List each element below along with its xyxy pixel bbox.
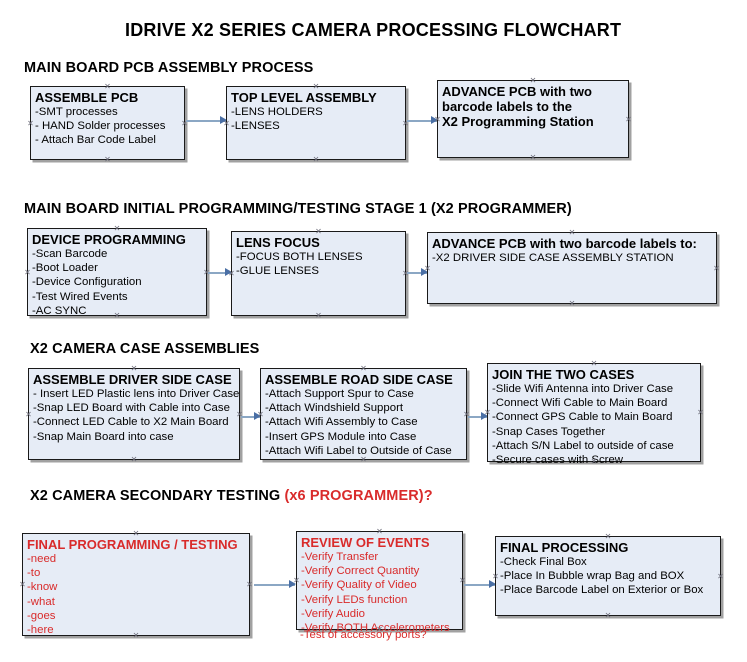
node-join-the-two-cases[interactable]: JOIN THE TWO CASES -Slide Wifi Antenna i… (487, 363, 701, 466)
node-line: -Snap LED Board with Cable into Case (33, 402, 230, 415)
node-line: -Verify BOTH Accelerometers (301, 622, 450, 635)
node-line: -FOCUS BOTH LENSES (236, 251, 363, 263)
node-title: FINAL PROCESSING (500, 540, 629, 555)
node-line: -Attach Windshield Support (265, 402, 404, 415)
connector-handle-bottom[interactable] (131, 456, 138, 463)
node-line: -Connect Wifi Cable to Main Board (492, 397, 668, 410)
node-title: JOIN THE TWO CASES (492, 367, 635, 382)
node-advance-pcb-driver-side-station[interactable]: ADVANCE PCB with two barcode labels to: … (427, 232, 717, 304)
node-line: -Boot Loader (32, 262, 98, 275)
connector-handle-bottom[interactable] (104, 156, 111, 163)
node-line: -Test Wired Events (32, 290, 128, 303)
section-heading-case-assemblies: X2 CAMERA CASE ASSEMBLIES (30, 341, 259, 357)
node-title: ASSEMBLE PCB (35, 90, 139, 105)
node-line: -Attach Wifi Assembly to Case (265, 416, 418, 429)
node-line: -here (27, 624, 54, 637)
arrow-driver-case-to-road-case (241, 412, 261, 421)
node-line: -Verify Transfer (301, 551, 379, 563)
node-line-overflow-test-accessory-ports: -Test of accessory ports? (300, 629, 427, 641)
node-line: -GLUE LENSES (236, 265, 319, 278)
node-line: -Place Barcode Label on Exterior or Box (500, 584, 704, 597)
node-line: -LENSES (231, 120, 280, 133)
node-line: -Attach Wifi Label to Outside of Case (265, 444, 452, 457)
node-assemble-pcb[interactable]: ASSEMBLE PCB -SMT processes - HAND Solde… (30, 86, 185, 160)
node-line: -Snap Cases Together (492, 425, 606, 438)
section-heading-text: MAIN BOARD PCB ASSEMBLY PROCESS (24, 60, 314, 76)
page-title: IDRIVE X2 SERIES CAMERA PROCESSING FLOWC… (125, 20, 622, 40)
node-line: -Attach S/N Label to outside of case (492, 439, 674, 452)
arrow-top-level-to-advance-pcb (407, 116, 438, 125)
node-title: ADVANCE PCB with two (442, 84, 592, 99)
node-line: -Secure cases with Screw (492, 454, 624, 467)
node-line: -goes (27, 609, 56, 622)
node-line: - Attach Bar Code Label (35, 134, 156, 147)
node-title: DEVICE PROGRAMMING (32, 232, 186, 247)
node-assemble-road-side-case[interactable]: ASSEMBLE ROAD SIDE CASE -Attach Support … (260, 368, 467, 460)
node-line: -Connect LED Cable to X2 Main Board (33, 416, 229, 429)
node-title: LENS FOCUS (236, 235, 320, 250)
node-line: -Connect GPS Cable to Main Board (492, 411, 673, 424)
node-title: FINAL PROGRAMMING / TESTING (27, 537, 238, 552)
connector-handle-right[interactable] (713, 265, 720, 272)
node-advance-pcb-programming-station[interactable]: ADVANCE PCB with two barcode labels to t… (437, 80, 629, 158)
node-line: barcode labels to the (442, 99, 573, 114)
node-line: -X2 DRIVER SIDE CASE ASSEMBLY STATION (432, 252, 674, 264)
node-line: -Check Final Box (500, 556, 587, 568)
node-line: -Attach Support Spur to Case (265, 388, 414, 400)
node-assemble-driver-side-case[interactable]: ASSEMBLE DRIVER SIDE CASE - Insert LED P… (28, 368, 240, 460)
node-line: - Insert LED Plastic lens into Driver Ca… (33, 388, 240, 400)
node-line: - HAND Solder processes (35, 120, 166, 133)
arrow-assemble-pcb-to-top-level (186, 116, 227, 125)
connector-handle-bottom[interactable] (313, 156, 320, 163)
node-final-programming-testing[interactable]: FINAL PROGRAMMING / TESTING -need -to -k… (22, 533, 250, 636)
node-line: -Verify Correct Quantity (301, 565, 420, 578)
section-heading-text: MAIN BOARD INITIAL PROGRAMMING/TESTING S… (24, 201, 572, 217)
node-line: -Slide Wifi Antenna into Driver Case (492, 383, 674, 395)
node-line: -what (27, 595, 55, 608)
connector-handle-bottom[interactable] (315, 312, 322, 319)
node-line: -Insert GPS Module into Case (265, 430, 417, 443)
node-title: ADVANCE PCB with two barcode labels to: (432, 236, 697, 251)
arrow-lens-focus-to-advance-pcb (407, 268, 428, 277)
arrow-device-programming-to-lens-focus (208, 268, 232, 277)
connector-handle-bottom[interactable] (605, 612, 612, 619)
node-line: -Verify LEDs function (301, 593, 408, 606)
connector-handle-bottom[interactable] (569, 300, 576, 307)
node-line: -need (27, 553, 57, 565)
node-device-programming[interactable]: DEVICE PROGRAMMING -Scan Barcode -Boot L… (27, 228, 207, 317)
node-line: -Scan Barcode (32, 248, 108, 260)
node-line: -Device Configuration (32, 276, 142, 289)
node-title: ASSEMBLE DRIVER SIDE CASE (33, 372, 232, 387)
section-heading-accent: (x6 PROGRAMMER)? (284, 488, 433, 504)
node-final-processing[interactable]: FINAL PROCESSING -Check Final Box -Place… (495, 536, 721, 616)
node-line: -know (27, 581, 58, 594)
node-line: -AC SYNC (32, 304, 87, 317)
section-heading-initial-programming: MAIN BOARD INITIAL PROGRAMMING/TESTING S… (24, 201, 572, 217)
node-title: ASSEMBLE ROAD SIDE CASE (265, 372, 453, 387)
node-line: -SMT processes (35, 106, 118, 118)
arrow-road-case-to-join-cases (468, 412, 488, 421)
connector-handle-bottom[interactable] (530, 154, 537, 161)
node-line: -Snap Main Board into case (33, 430, 174, 443)
node-line: X2 Programming Station (442, 114, 594, 129)
node-line: -Place In Bubble wrap Bag and BOX (500, 570, 685, 583)
node-top-level-assembly[interactable]: TOP LEVEL ASSEMBLY -LENS HOLDERS -LENSES (226, 86, 406, 160)
node-title: REVIEW OF EVENTS (301, 535, 430, 550)
node-line: -Verify Quality of Video (301, 579, 417, 592)
node-lens-focus[interactable]: LENS FOCUS -FOCUS BOTH LENSES -GLUE LENS… (231, 231, 406, 316)
arrow-review-events-to-final-processing (464, 580, 496, 589)
section-heading-text: X2 CAMERA SECONDARY TESTING (30, 488, 281, 504)
arrow-final-programming-to-review-events (254, 580, 296, 589)
node-line: -Verify Audio (301, 607, 365, 620)
node-line: -to (27, 567, 41, 580)
section-heading-secondary-testing: X2 CAMERA SECONDARY TESTING (x6 PROGRAMM… (30, 488, 433, 504)
section-heading-main-board-pcb-assembly: MAIN BOARD PCB ASSEMBLY PROCESS (24, 60, 313, 76)
node-line: -LENS HOLDERS (231, 106, 323, 118)
node-review-of-events[interactable]: REVIEW OF EVENTS -Verify Transfer -Verif… (296, 531, 463, 634)
section-heading-text: X2 CAMERA CASE ASSEMBLIES (30, 341, 260, 357)
node-title: TOP LEVEL ASSEMBLY (231, 90, 377, 105)
